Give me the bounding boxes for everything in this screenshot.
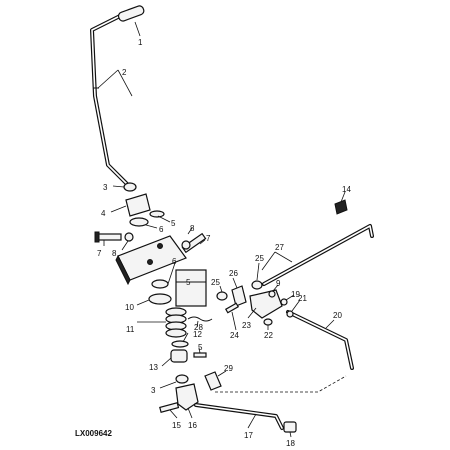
callout-29: 29	[224, 364, 233, 373]
callout-9: 9	[276, 279, 281, 288]
pin-5-lower	[193, 352, 207, 358]
callout-16: 16	[188, 421, 197, 430]
callout-8-left: 8	[112, 249, 117, 258]
nut-8-left	[124, 232, 134, 242]
callout-12: 12	[193, 330, 202, 339]
washer-25-left	[216, 291, 228, 301]
callout-7-left: 7	[97, 249, 102, 258]
pivot-upper-assembly	[123, 182, 165, 227]
callout-11: 11	[126, 325, 135, 334]
washer-6-upper	[129, 217, 149, 227]
washer-5-upper	[149, 210, 165, 218]
bolt-7-left	[94, 231, 134, 243]
callout-2: 2	[122, 68, 127, 77]
washer-12	[171, 340, 189, 348]
callout-28: 28	[194, 323, 203, 332]
callout-3-lower: 3	[151, 386, 156, 395]
callout-26: 26	[229, 269, 238, 278]
lever-knob	[117, 5, 145, 22]
callout-24: 24	[230, 331, 239, 340]
callout-27: 27	[275, 243, 284, 252]
washer-6-lower	[151, 279, 169, 289]
bushing-13	[170, 349, 188, 363]
rod-20	[286, 310, 354, 370]
bolt-7-right	[181, 232, 207, 254]
shaft-arm-16	[175, 383, 199, 411]
bellcrank-assembly	[216, 280, 294, 326]
callout-labels: 1 2 3 4 5 6 7 8 8 7 6 5 10 11 28 12 5 13…	[97, 38, 351, 448]
clip-14	[334, 199, 348, 215]
callout-6-lower: 6	[172, 257, 177, 266]
callout-14: 14	[342, 185, 351, 194]
callout-21: 21	[298, 294, 307, 303]
callout-5-lower: 5	[198, 343, 203, 352]
washer-19	[280, 298, 288, 306]
bellcrank-23	[249, 289, 283, 319]
nut-21	[286, 310, 294, 318]
mounting-plate	[115, 235, 187, 286]
spring-housing-5	[175, 269, 207, 307]
shift-lever	[90, 5, 145, 187]
bracket-26	[231, 285, 247, 307]
clip-28	[187, 316, 213, 322]
rod-27	[262, 224, 374, 286]
callout-18: 18	[286, 439, 295, 448]
callout-20: 20	[333, 311, 342, 320]
pin-15	[159, 402, 180, 413]
callout-4: 4	[101, 209, 106, 218]
callout-1: 1	[138, 38, 143, 47]
cam-29	[204, 371, 222, 391]
callout-22: 22	[264, 331, 273, 340]
washer-22	[263, 318, 273, 326]
nut-18	[283, 421, 297, 433]
callout-8-right: 8	[190, 224, 195, 233]
callout-13: 13	[149, 363, 158, 372]
nut-3	[123, 182, 137, 192]
pivot-lower-assembly	[148, 279, 199, 411]
callout-7-right: 7	[206, 234, 211, 243]
leader-lines	[97, 21, 346, 438]
pivot-bracket-4	[125, 193, 151, 217]
callout-10: 10	[125, 303, 134, 312]
rod-17	[194, 375, 347, 430]
callout-25-left: 25	[211, 278, 220, 287]
callout-3-upper: 3	[103, 183, 108, 192]
pin-24	[224, 302, 240, 314]
callout-23: 23	[242, 321, 251, 330]
callout-19: 19	[291, 290, 300, 299]
callout-5-upper: 5	[171, 219, 176, 228]
figure-code: LX009642	[75, 429, 112, 438]
callout-5-box: 5	[186, 278, 191, 287]
spring-11	[165, 307, 187, 338]
callout-17: 17	[244, 431, 253, 440]
washer-10	[148, 293, 172, 305]
washer-25-right	[251, 280, 263, 290]
callout-25-right: 25	[255, 254, 264, 263]
callout-15: 15	[172, 421, 181, 430]
callout-6-upper: 6	[159, 225, 164, 234]
nut-3-lower	[175, 374, 189, 384]
nut-9	[268, 290, 276, 298]
